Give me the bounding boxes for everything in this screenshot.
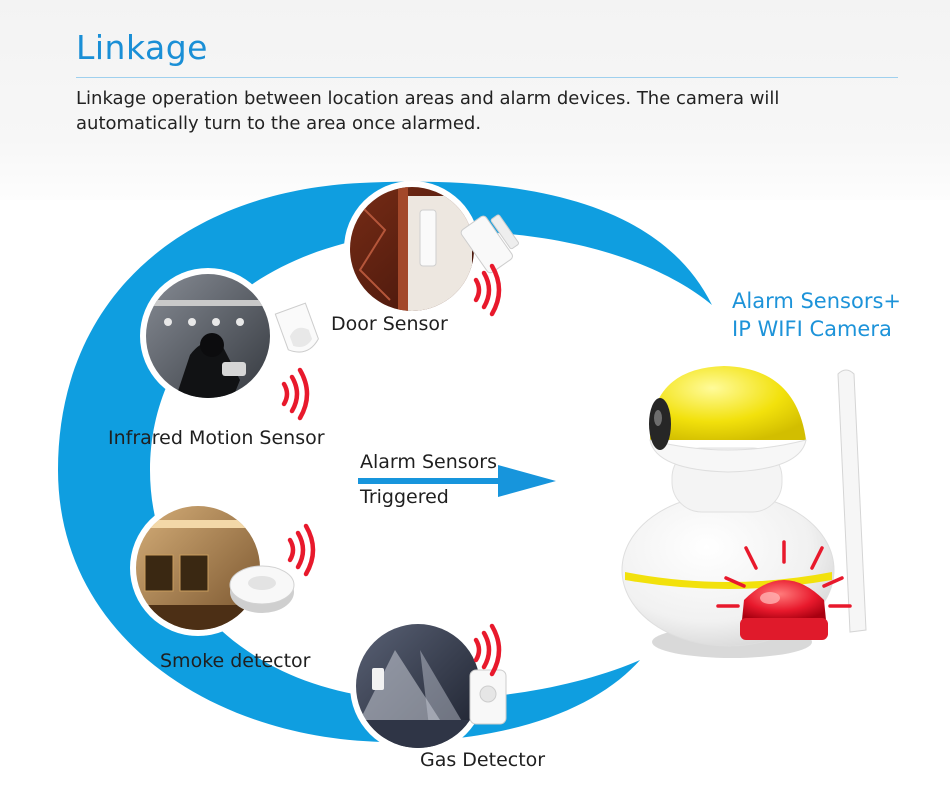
page-description: Linkage operation between location areas…: [76, 88, 780, 134]
arrow-top-label: Alarm Sensors: [360, 451, 497, 473]
gas-detector-icon: [350, 618, 507, 754]
alarm-beacon-icon: [716, 540, 852, 640]
wireless-signal-icon: [287, 523, 316, 577]
gas-detector-label: Gas Detector: [420, 749, 546, 771]
door-sensor-label: Door Sensor: [331, 313, 448, 335]
camera-label-line2: IP WIFI Camera: [732, 317, 892, 341]
wireless-signal-icon: [281, 367, 310, 421]
blue-swoosh: [58, 181, 712, 743]
smoke-detector-label: Smoke detector: [160, 650, 311, 672]
motion-sensor-label: Infrared Motion Sensor: [108, 427, 325, 449]
camera-label-line1: Alarm Sensors+: [732, 289, 901, 313]
title-divider: [76, 77, 898, 78]
motion-sensor-icon: [140, 268, 319, 404]
page-title: Linkage: [76, 28, 208, 67]
arrow-bottom-label: Triggered: [360, 486, 449, 508]
smoke-detector-icon: [130, 500, 295, 636]
header-background: [0, 0, 950, 200]
wireless-signal-icon: [473, 263, 502, 317]
wireless-signal-icon: [473, 623, 502, 677]
door-sensor-icon: [344, 181, 519, 317]
arrow-right-icon: [358, 465, 556, 497]
